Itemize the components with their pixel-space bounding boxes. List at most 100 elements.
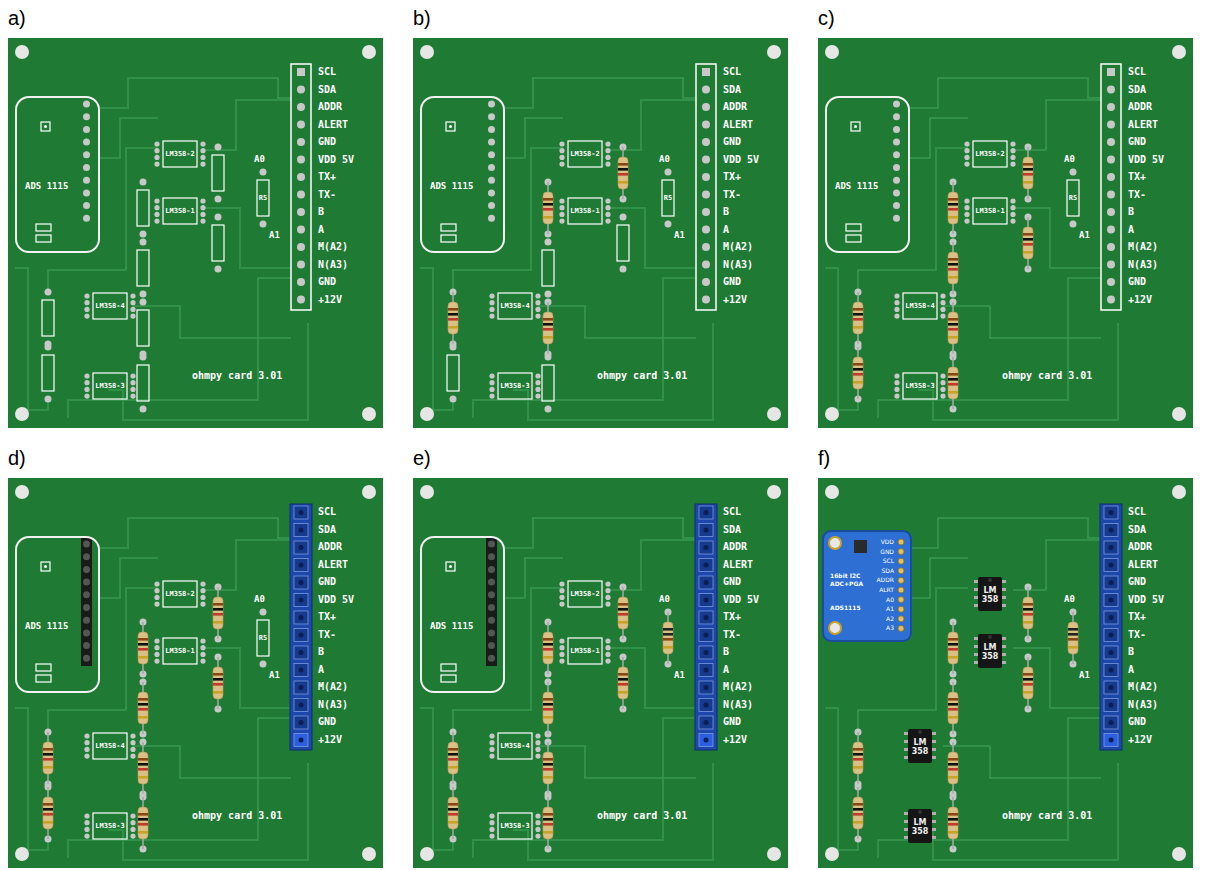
resistor-band [1068, 628, 1078, 631]
chip-outline [973, 141, 1007, 167]
resistor-band [213, 608, 223, 611]
resistor-band [543, 323, 553, 326]
terminal-screw [294, 611, 308, 624]
chip-pad [1010, 198, 1015, 203]
resistor-body [618, 597, 628, 629]
chip-label: LM358-3 [500, 815, 531, 838]
pin-name: +12V [723, 293, 747, 307]
ads-pad [488, 591, 495, 598]
chip-pad [535, 820, 540, 825]
mounting-hole [825, 45, 839, 59]
pin-name: A [318, 223, 324, 237]
header-pad [702, 103, 710, 111]
pcb-trace [48, 148, 158, 292]
chip-pad [535, 314, 540, 319]
header-pad [1107, 296, 1115, 304]
header-outline [696, 64, 716, 310]
chip-pad [535, 373, 540, 378]
pin-name: SDA [318, 523, 336, 537]
breakout-pin [898, 577, 904, 583]
resistor-band [853, 326, 863, 329]
pin-name: ALERT [723, 118, 753, 132]
resistor-band [618, 621, 628, 624]
resistor-band [543, 638, 553, 641]
resistor-band [1023, 691, 1033, 694]
pin-name: VDD 5V [1128, 593, 1164, 607]
ads-pad [893, 101, 900, 108]
pcb-trace [108, 763, 308, 860]
resistor-pad [140, 354, 147, 361]
ads-pad [893, 151, 900, 158]
resistor-band [213, 621, 223, 624]
breakout-pin [898, 625, 904, 631]
ads-mark [41, 122, 50, 131]
breakout-pin [898, 616, 904, 622]
chip-pad [559, 638, 564, 643]
resistor-band [948, 813, 958, 816]
breakout-pin [898, 539, 904, 545]
resistor-band [948, 716, 958, 719]
chip-pad [489, 834, 494, 839]
header-pad [1107, 103, 1115, 111]
terminal-hole [704, 720, 709, 725]
resistor-pad [260, 169, 267, 176]
terminal-hole [704, 668, 709, 673]
resistor-band [948, 203, 958, 206]
resistor-band [543, 208, 553, 211]
terminal-hole [299, 510, 304, 515]
chip-pad [489, 387, 494, 392]
chip-label: LM358-2 [570, 583, 601, 606]
chip-pad [559, 162, 564, 167]
board-name: ohmpy card 3.01 [1002, 369, 1092, 383]
signal-name: A0 [659, 153, 670, 165]
pcb-trace [203, 648, 291, 708]
terminal-screw [1104, 699, 1118, 712]
module-footprint: ADS 1115 [420, 96, 505, 253]
chip-pad [489, 827, 494, 832]
chip-pad [489, 747, 494, 752]
chip-pad [200, 602, 205, 607]
resistor-band [853, 748, 863, 751]
chip-label: LM358-2 [165, 583, 196, 606]
chip-outline [163, 581, 197, 607]
signal-name: A1 [674, 669, 685, 681]
resistor-band [948, 831, 958, 834]
terminal-screw [294, 541, 308, 554]
resistor-footprint [137, 250, 149, 286]
chip-pad [535, 827, 540, 832]
mounting-hole [1172, 407, 1186, 421]
chip-label: LM358-1 [975, 200, 1006, 223]
resistor-designator: R5 [258, 622, 268, 654]
header-pad [297, 243, 305, 251]
terminal-screw [294, 506, 308, 519]
pcb-trace [203, 100, 291, 150]
chip-pad [154, 588, 159, 593]
terminal-block [1100, 504, 1122, 750]
resistor-band [948, 818, 958, 821]
terminal-hole [704, 650, 709, 655]
header-pad [1107, 261, 1115, 269]
chip-pad [535, 300, 540, 305]
chip-pad [130, 380, 135, 385]
breakout-pin [898, 558, 904, 564]
pin-name: N(A3) [723, 258, 753, 272]
ads-pad [893, 139, 900, 146]
resistor-footprint [542, 365, 554, 401]
mounting-hole [1172, 847, 1186, 861]
chip-pad [894, 314, 899, 319]
chip-pad [1010, 205, 1015, 210]
chip-pad [940, 314, 945, 319]
resistor-body [138, 752, 148, 784]
chip-pad [894, 307, 899, 312]
resistor-pad [665, 169, 672, 176]
resistor-body [948, 367, 958, 399]
panel-letter: a) [8, 6, 26, 30]
resistor-body [948, 632, 958, 664]
chip-pad [489, 754, 494, 759]
terminal-hole [1109, 720, 1114, 725]
resistor-band [448, 313, 458, 316]
ads-pad [83, 189, 90, 196]
signal-name: A1 [1079, 229, 1090, 241]
ads-mark [44, 565, 47, 568]
terminal-hole [299, 738, 304, 743]
